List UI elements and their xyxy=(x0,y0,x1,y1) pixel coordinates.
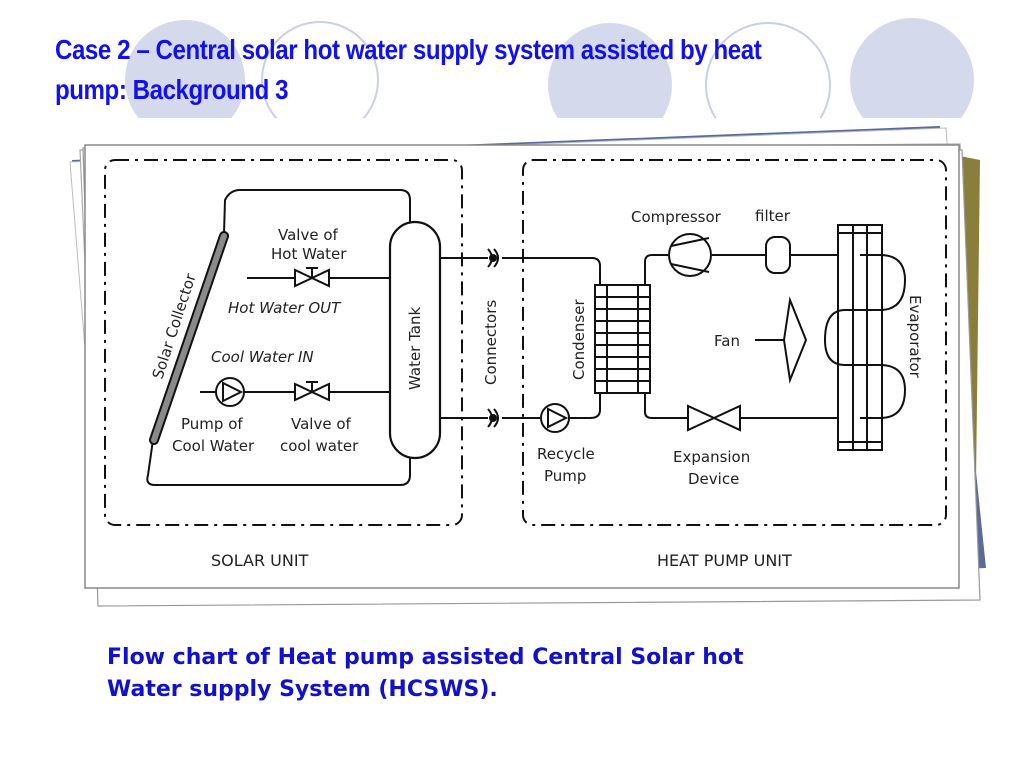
water-tank xyxy=(388,220,442,460)
cool-water-pump xyxy=(215,377,245,407)
caption-line-2: Water supply System (HCSWS). xyxy=(107,677,498,702)
cool-water-in-label: Cool Water IN xyxy=(211,348,314,366)
system-diagram: Solar Collector Valve of Hot Water Hot W… xyxy=(104,159,947,570)
cool-water-valve xyxy=(294,381,330,402)
evaporator xyxy=(823,224,907,451)
valve-cool-water-label-1: Valve of xyxy=(291,415,352,433)
compressor-label: Compressor xyxy=(631,208,722,226)
expansion-device-label-1: Expansion xyxy=(673,448,750,466)
compressor xyxy=(668,233,712,277)
decorative-circles xyxy=(0,18,1024,130)
condenser xyxy=(594,284,651,394)
recycle-pump-label-2: Pump xyxy=(544,467,586,485)
connectors-label: Connectors xyxy=(482,300,500,385)
pump-cool-water-label-1: Pump of xyxy=(181,415,243,433)
valve-cool-water-label-2: cool water xyxy=(280,437,359,455)
slide-title-line-1: Case 2 – Central solar hot water supply … xyxy=(55,34,762,65)
filter xyxy=(765,236,791,274)
photo-stack xyxy=(69,126,986,607)
recycle-pump xyxy=(540,403,570,433)
heat-pump-unit-label: HEAT PUMP UNIT xyxy=(657,551,792,570)
expansion-device-label-2: Device xyxy=(688,470,739,488)
solar-unit-box xyxy=(104,159,463,526)
heat-pump-unit-box xyxy=(522,159,947,526)
fan-label: Fan xyxy=(714,332,740,350)
caption-line-1: Flow chart of Heat pump assisted Central… xyxy=(107,645,744,670)
connector-bottom xyxy=(487,408,499,428)
valve-hot-water-label-1: Valve of xyxy=(278,226,339,244)
solar-unit-label: SOLAR UNIT xyxy=(211,551,309,570)
hot-water-out-label: Hot Water OUT xyxy=(228,299,342,317)
slide-title: Case 2 – Central solar hot water supply … xyxy=(55,30,855,110)
expansion-device xyxy=(687,404,741,432)
connector-top xyxy=(487,248,499,268)
filter-label: filter xyxy=(755,207,791,225)
solar-collector xyxy=(149,231,229,445)
slide-title-line-2: pump: Background 3 xyxy=(55,74,289,105)
condenser-label: Condenser xyxy=(570,299,588,380)
hot-water-valve xyxy=(294,267,330,288)
pump-cool-water-label-2: Cool Water xyxy=(172,437,255,455)
water-tank-label: Water Tank xyxy=(406,307,424,390)
valve-hot-water-label-2: Hot Water xyxy=(271,245,347,263)
evaporator-label: Evaporator xyxy=(906,295,924,379)
recycle-pump-label-1: Recycle xyxy=(537,445,595,463)
figure-caption: Flow chart of Heat pump assisted Central… xyxy=(107,642,957,706)
fan xyxy=(755,296,808,384)
